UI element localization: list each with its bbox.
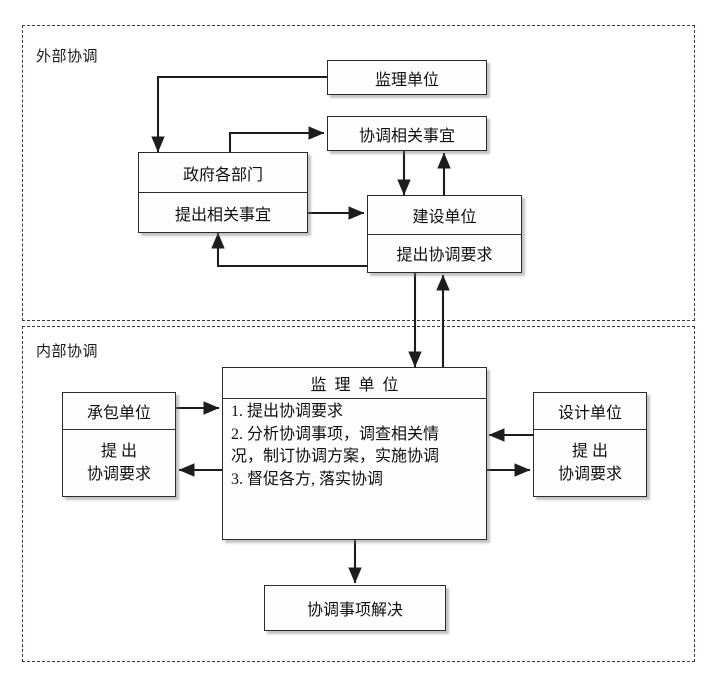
region-internal-coordination [22,326,695,662]
node-contractor-body-line2: 协调要求 [86,466,151,483]
node-designer-body-line2: 协调要求 [557,466,622,483]
node-outcome-label: 协调事项解决 [306,602,403,619]
node-government-departments-header: 政府各部门 [182,166,263,184]
node-contractor-body: 提 出 协调要求 [63,429,175,496]
node-supervisor-item-1: 1. 提出协调要求 [231,403,344,420]
node-supervisor-item-3: 3. 督促各方, 落实协调 [231,471,384,489]
node-supervisor-body: 1. 提出协调要求 2. 分析协调事项，调查相关情 况，制订协调方案，实施协调 … [223,398,486,539]
node-coordination-matters-label: 协调相关事宜 [358,127,455,145]
node-government-departments[interactable]: 政府各部门 提出相关事宜 [138,152,308,233]
node-supervisor-item-2-cont: 况，制订协调方案，实施协调 [231,448,440,466]
node-supervisor-item-2: 2. 分析协调事项，调查相关情 [231,425,440,443]
node-contractor-header: 承包单位 [86,405,151,422]
node-construction-unit-body: 提出协调要求 [368,233,521,273]
node-supervisor[interactable]: 监理单位 1. 提出协调要求 2. 分析协调事项，调查相关情 况，制订协调方案，… [222,367,487,540]
node-contractor[interactable]: 承包单位 提 出 协调要求 [62,392,176,497]
node-contractor-body-line1: 提 出 [100,442,137,460]
region-external-coordination [22,25,695,321]
node-construction-unit[interactable]: 建设单位 提出协调要求 [367,195,522,273]
node-supervision-unit-top-label: 监理单位 [374,71,439,89]
node-supervision-unit-top[interactable]: 监理单位 [327,60,487,95]
region-internal-label: 内部协调 [36,344,99,360]
region-external-label: 外部协调 [36,49,99,65]
node-designer[interactable]: 设计单位 提 出 协调要求 [533,392,647,497]
node-construction-unit-header: 建设单位 [412,208,477,226]
node-supervisor-header: 监理单位 [310,377,407,394]
node-designer-body-line1: 提 出 [571,442,608,460]
node-coordination-matters[interactable]: 协调相关事宜 [327,116,487,151]
node-government-departments-body: 提出相关事宜 [139,192,307,232]
node-designer-header: 设计单位 [557,405,622,422]
node-outcome[interactable]: 协调事项解决 [264,585,446,631]
node-designer-body: 提 出 协调要求 [534,429,646,496]
